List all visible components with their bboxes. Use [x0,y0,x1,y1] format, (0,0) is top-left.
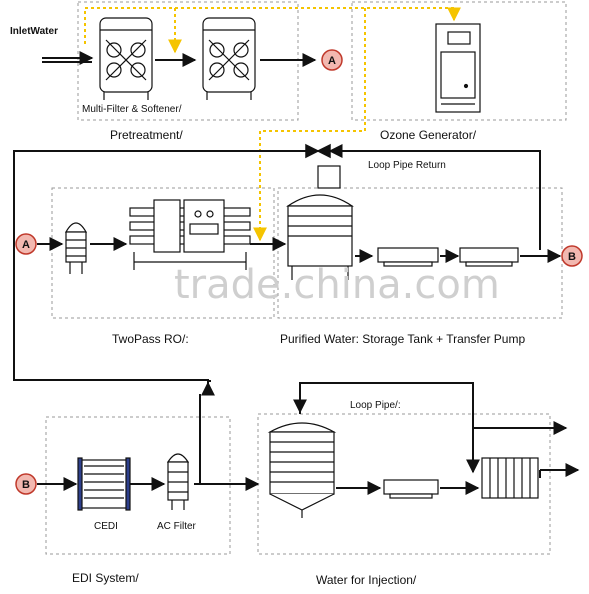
return-valve [305,143,331,159]
softener-icon [202,17,256,100]
heat-exchanger-icon [481,457,539,499]
ozone-generator-icon [435,23,481,113]
edi-system-label: EDI System/ [72,571,139,585]
pretreatment-label: Pretreatment/ [110,128,183,142]
ozone-feed-lines [84,7,461,242]
loop-pipe-return-label: Loop Pipe Return [368,160,446,171]
connector-b-left: B [15,473,37,495]
storage-tank-icon [286,165,354,280]
water-for-injection-label: Water for Injection/ [316,573,417,587]
wfi-tank-icon [267,422,337,518]
inlet-water-label: InletWater [10,26,58,37]
cedi-label: CEDI [94,521,118,532]
edi-box [45,416,231,555]
pipes [13,51,580,495]
multi-filter-icon [99,17,153,100]
wfi-pump-icon [383,479,439,499]
ozone-box [351,1,567,121]
ac-filter-label: AC Filter [157,521,197,532]
purified-water-label: Purified Water: Storage Tank + Transfer … [280,332,525,346]
cedi-icon [77,457,131,511]
watermark: trade.china.com [174,262,500,308]
connector-b-label: B [568,251,576,263]
ac-filter-icon [166,453,190,510]
connector-a-left: A [15,233,37,255]
loop-pipe-label: Loop Pipe/: [350,400,401,411]
ro-box [51,187,275,319]
connector-b-label: B [22,479,30,491]
ozone-generator-label: Ozone Generator/ [380,128,477,142]
ro-skid-icon [129,199,251,270]
connector-a-label: A [328,55,336,67]
connector-a-label: A [22,239,30,251]
connector-b-right: B [561,245,583,267]
connector-a-top: A [321,49,343,71]
cartridge-filter-icon [64,222,88,274]
two-pass-ro-label: TwoPass RO/: [112,332,189,346]
transfer-pump-icon [377,247,519,267]
multi-filter-label: Multi-Filter & Softener/ [82,104,182,115]
